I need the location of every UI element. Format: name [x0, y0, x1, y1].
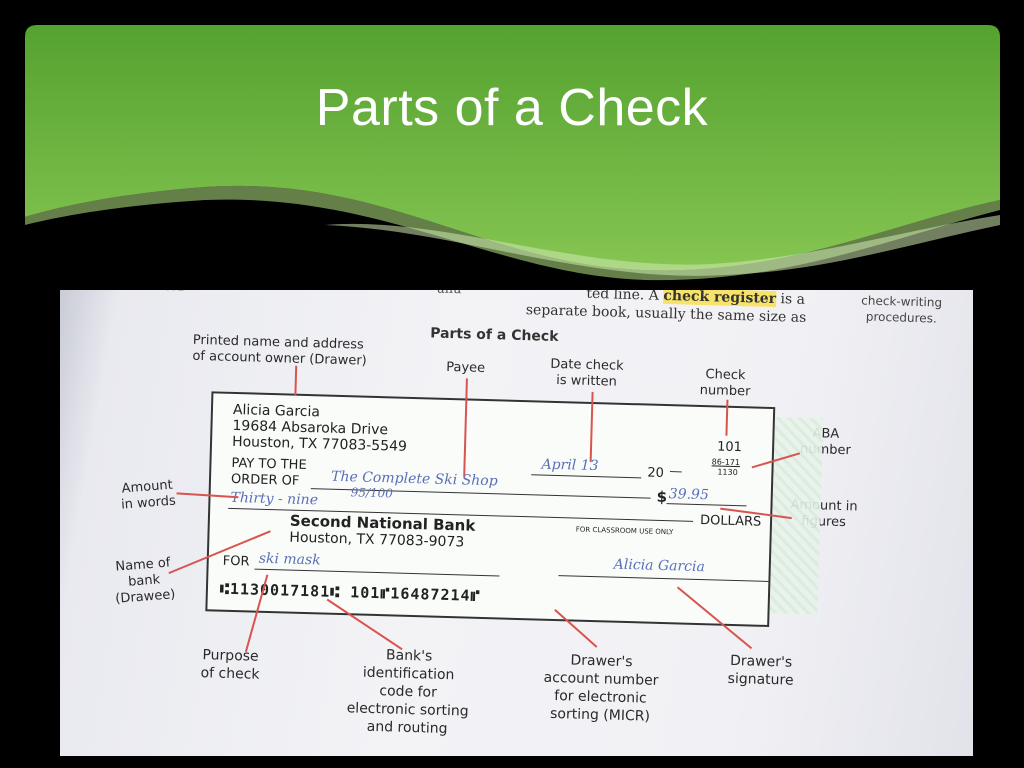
leader-line — [294, 365, 298, 396]
signature-written: Alicia Garcia — [613, 556, 706, 576]
amount-line — [666, 503, 747, 507]
label-purpose: Purpose of check — [200, 646, 260, 684]
label-check-number: Check number — [699, 367, 751, 400]
check-register-highlight: check register — [663, 290, 777, 308]
text-fragment: is a — [780, 291, 806, 308]
title-banner — [25, 25, 1000, 285]
memo-line — [254, 568, 500, 577]
amount-figures: 39.95 — [668, 486, 710, 504]
for-label: FOR — [222, 553, 250, 570]
label-payee: Payee — [446, 359, 486, 376]
label-account-number: Drawer's account number for electronic s… — [542, 651, 659, 726]
order-of-label: ORDER OF — [230, 471, 300, 489]
label-line: (Drawee) — [114, 587, 176, 607]
text-fragment: ted line. A — [586, 290, 660, 304]
text-fragment: procedures. — [865, 309, 937, 326]
label-line: sorting (MICR) — [549, 705, 651, 725]
label-line: signature — [727, 670, 794, 689]
label-bank-code: Bank's identification code for electroni… — [346, 645, 470, 738]
figure-title: Parts of a Check — [429, 325, 559, 346]
label-drawer-name: Printed name and address of account owne… — [192, 333, 367, 370]
sample-check: Alicia Garcia 19684 Absaroka Drive Houst… — [205, 391, 776, 627]
label-line: of check — [200, 665, 260, 683]
text-fragment: unu — [436, 290, 462, 297]
slide-title: Parts of a Check — [315, 79, 709, 137]
label-line: identification — [362, 664, 455, 684]
amount-fraction: 95/100 — [350, 485, 394, 501]
classroom-note: FOR CLASSROOM USE ONLY — [575, 525, 674, 537]
dollars-label: DOLLARS — [699, 513, 762, 530]
label-line: and routing — [366, 718, 448, 738]
label-amount-words: Amount in words — [119, 478, 177, 514]
aba-fraction-bottom: 1130 — [717, 467, 738, 478]
label-line: in words — [120, 493, 177, 513]
memo-written: ski mask — [258, 550, 321, 569]
check-number: 101 — [716, 439, 743, 456]
aba-fraction-top: 86-171 — [711, 457, 741, 468]
signature-line — [558, 575, 769, 582]
label-date: Date check is written — [550, 357, 624, 391]
date-line — [531, 474, 642, 479]
textbook-page: accou unu ted line. A check register is … — [60, 290, 973, 756]
label-line: Purpose — [202, 647, 259, 665]
label-line: number — [699, 382, 751, 400]
label-signature: Drawer's signature — [727, 652, 794, 690]
label-line: Drawer's — [729, 652, 793, 671]
text-fragment: accou — [151, 290, 184, 294]
label-line: electronic sorting — [346, 700, 469, 720]
label-line: is written — [556, 372, 618, 390]
pay-to-label: PAY TO THE — [231, 455, 307, 474]
textbook-photo: accou unu ted line. A check register is … — [60, 290, 973, 756]
label-drawee: Name of bank (Drawee) — [112, 555, 176, 607]
text-fragment: check-writing — [861, 293, 943, 310]
year-prefix: 20 — [647, 465, 665, 481]
amount-words: Thirty - nine — [230, 489, 319, 509]
banner-shape — [25, 25, 1000, 281]
label-line: Check — [705, 367, 746, 384]
year-blank: — — [669, 464, 683, 480]
